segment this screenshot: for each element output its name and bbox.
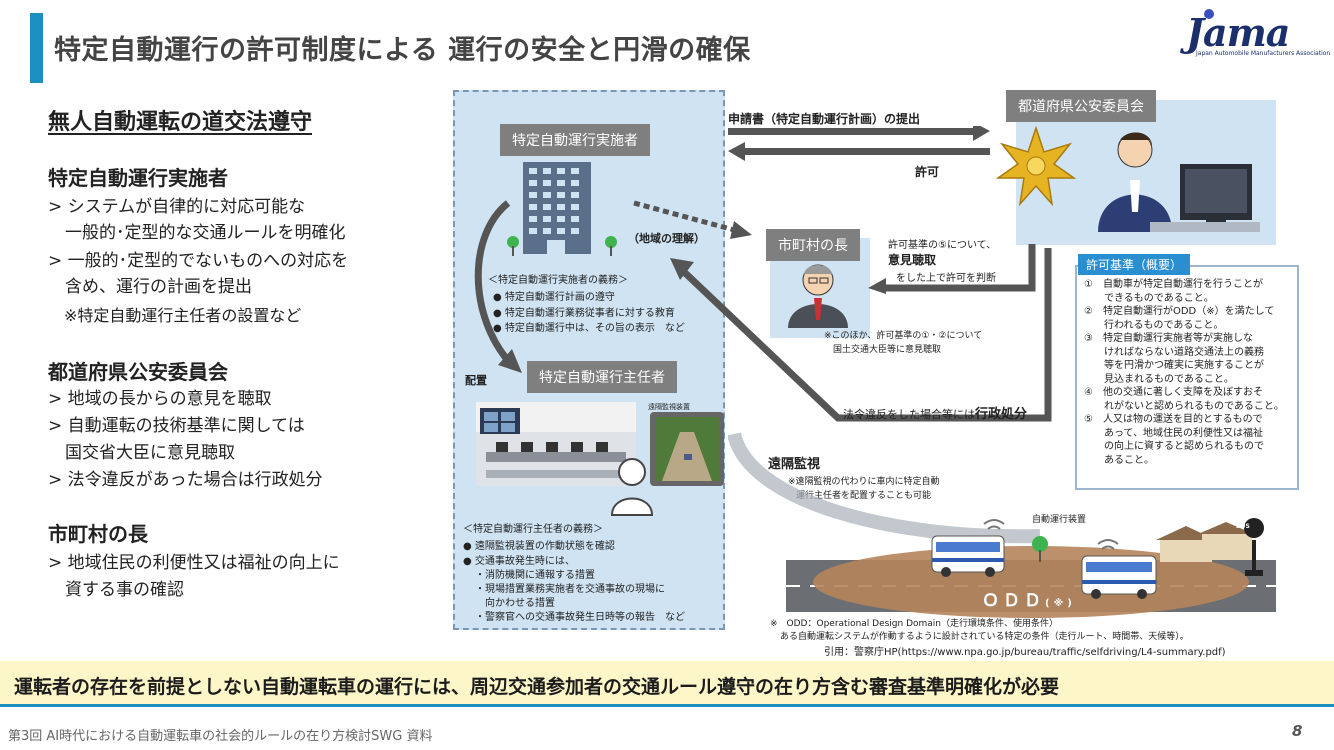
section-line: 含め、運行の計画を提出 xyxy=(48,277,252,297)
chief-duty-sub: ・警察官への交通事故発生日時等の報告 など xyxy=(475,612,685,623)
bus-stop-sign: BUS xyxy=(1236,523,1250,530)
section-line: > 地域住民の利便性又は福祉の向上に xyxy=(48,553,340,573)
criteria-list: ① 自動車が特定自動運行を行うことが できるものであること。 ② 特定自動運行が… xyxy=(1084,278,1284,467)
criteria-item: 等を円滑かつ確実に実施することが xyxy=(1084,360,1264,371)
criteria5-line2: 意見聴取 xyxy=(888,253,937,267)
section-title-mayor: 市町村の長 xyxy=(48,522,148,546)
police-emblem-icon xyxy=(996,126,1076,206)
section-line: ※特定自動運行主任者の設置など xyxy=(48,306,302,325)
criteria-item: あること。 xyxy=(1084,454,1154,466)
control-room-photo xyxy=(476,402,636,486)
criteria-item: ④ 他の交通に著しく支障を及ぼすおそ xyxy=(1084,387,1263,398)
operator-person-icon xyxy=(610,458,654,516)
chief-label: 特定自動運行主任者 xyxy=(527,361,677,393)
odd-road-scene xyxy=(786,518,1276,618)
section-line: > 自動運転の技術基準に関しては xyxy=(48,416,305,436)
section-line: 資する事の確認 xyxy=(48,580,184,600)
remote-arrow-icon xyxy=(728,432,1041,544)
remote-device-label: 遠隔監視装置 xyxy=(648,403,690,411)
criteria5-line1: 許可基準の⑤について、 xyxy=(888,240,997,251)
page-title: 特定自動運行の許可制度による 運行の安全と円滑の確保 xyxy=(54,35,751,66)
odd-note-2: ある自動運転システムが作動するように設計されている特定の条件（走行ルート、時間帯… xyxy=(780,632,1189,642)
section-title-operator: 特定自動運行実施者 xyxy=(48,166,228,190)
section-line: > 一般的･定型的でないものへの対応を xyxy=(48,251,349,271)
operator-duty: ● 特定自動運行計画の遵守 xyxy=(493,292,615,303)
left-heading: 無人自動運転の道交法遵守 xyxy=(48,110,313,135)
remote-note-2: 運行主任者を配置することも可能 xyxy=(796,491,932,501)
criteria-item: ければならない道路交通法上の義務 xyxy=(1084,346,1264,358)
application-arrow-icon xyxy=(728,126,990,161)
operator-duty: ● 特定自動運行中は、その旨の表示 など xyxy=(493,323,685,334)
operator-label: 特定自動運行実施者 xyxy=(500,124,650,156)
chief-duty-sub: ・消防機関に通報する措置 xyxy=(475,570,595,581)
operator-duties-title: ＜特定自動運行実施者の義務＞ xyxy=(488,275,628,286)
criteria5-line3: をした上で許可を判断 xyxy=(896,273,996,284)
chief-duty-sub: 向かわせる措置 xyxy=(475,598,555,609)
section-line: > 地域の長からの意見を聴取 xyxy=(48,389,272,409)
conclusion-text: 運転者の存在を前提としない自動運転車の運行には、周辺交通参加者の交通ルール遵守の… xyxy=(14,676,1060,698)
odd-note-1: ※ ODD：Operational Design Domain（走行環境条件、使… xyxy=(770,619,1059,629)
criteria-item: あって、地域住民の利便性又は福祉 xyxy=(1084,427,1263,439)
criteria-item: ③ 特定自動運行実施者等が実施しな xyxy=(1084,333,1253,344)
criteria-title: 許可基準（概要） xyxy=(1078,254,1191,275)
chief-duty: ● 交通事故発生時には、 xyxy=(463,556,575,567)
dotted-arrow-icon xyxy=(633,200,752,239)
logo-dot-icon xyxy=(1204,9,1214,19)
application-label: 申請書（特定自動運行計画）の提出 xyxy=(728,112,921,126)
chief-duty-sub: ・現場措置業務実施者を交通事故の現場に xyxy=(475,584,665,595)
page-number: 8 xyxy=(1292,722,1303,740)
police-label: 都道府県公安委員会 xyxy=(1006,90,1156,122)
criteria-item: ② 特定自動運行がODD（※）を満たして xyxy=(1084,306,1275,317)
section-line: > 法令違反があった場合は行政処分 xyxy=(48,470,323,490)
source-note: 引用：警察庁HP(https://www.npa.go.jp/bureau/tr… xyxy=(824,647,1226,658)
permit-label: 許可 xyxy=(915,165,940,179)
officer-at-desk-icon xyxy=(1098,132,1260,232)
local-understanding: （地域の理解） xyxy=(628,232,705,245)
criteria-item: れがないと認められるものであること。 xyxy=(1084,400,1284,412)
auto-device-label: 自動運行装置 xyxy=(1032,515,1087,525)
mlit-note-2: 国土交通大臣等に意見聴取 xyxy=(833,345,942,355)
criteria-item: 行われるものであること。 xyxy=(1084,319,1224,331)
jama-logo-subtitle: Japan Automobile Manufacturers Associati… xyxy=(1196,50,1331,57)
remote-note-1: ※遠隔監視の代わりに車内に特定自動 xyxy=(788,477,940,487)
criteria-item: ⑤ 人又は物の運送を目的とするもので xyxy=(1084,414,1263,425)
section-line: 一般的･定型的な交通ルールを明確化 xyxy=(48,223,346,243)
office-building-icon xyxy=(507,162,617,256)
criteria-item: ① 自動車が特定自動運行を行うことが xyxy=(1084,279,1263,290)
operator-duty: ● 特定自動運行業務従事者に対する教育 xyxy=(493,308,675,319)
odd-label: ＯＤＤ(※) xyxy=(982,591,1076,611)
section-line: 国交省大臣に意見聴取 xyxy=(48,443,235,463)
criteria-item: 見込まれるものであること。 xyxy=(1084,373,1234,385)
mlit-note-1: ※このほか、許可基準の①・②について xyxy=(824,331,983,341)
remote-title: 遠隔監視 xyxy=(768,457,821,472)
footer-text: 第3回 AI時代における自動運転車の社会的ルールの在り方検討SWG 資料 xyxy=(8,729,433,744)
opinion-arrow-icon xyxy=(868,244,1036,294)
section-title-police: 都道府県公安委員会 xyxy=(48,360,228,384)
conclusion-banner xyxy=(0,661,1334,707)
section-line: > システムが自律的に対応可能な xyxy=(48,197,306,217)
criteria-item: できるものであること。 xyxy=(1084,292,1214,304)
mayor-person-icon xyxy=(788,264,848,328)
remote-monitor-icon xyxy=(650,412,724,486)
mayor-label: 市町村の長 xyxy=(766,229,860,261)
criteria-box xyxy=(1075,265,1299,490)
criteria-item: の向上に資すると認められるもので xyxy=(1084,441,1264,452)
title-accent-bar xyxy=(30,13,43,83)
jama-logo: Jama xyxy=(1186,10,1290,55)
chief-duties-title: ＜特定自動運行主任者の義務＞ xyxy=(463,524,603,535)
violation-arrow-icon xyxy=(670,248,1052,422)
assign-label: 配置 xyxy=(465,374,487,387)
violation-label: 法令違反をした場合等には行政処分 xyxy=(843,407,1028,422)
chief-duty: ● 遠隔監視装置の作動状態を確認 xyxy=(463,541,615,552)
assign-arrow-icon xyxy=(474,200,522,373)
